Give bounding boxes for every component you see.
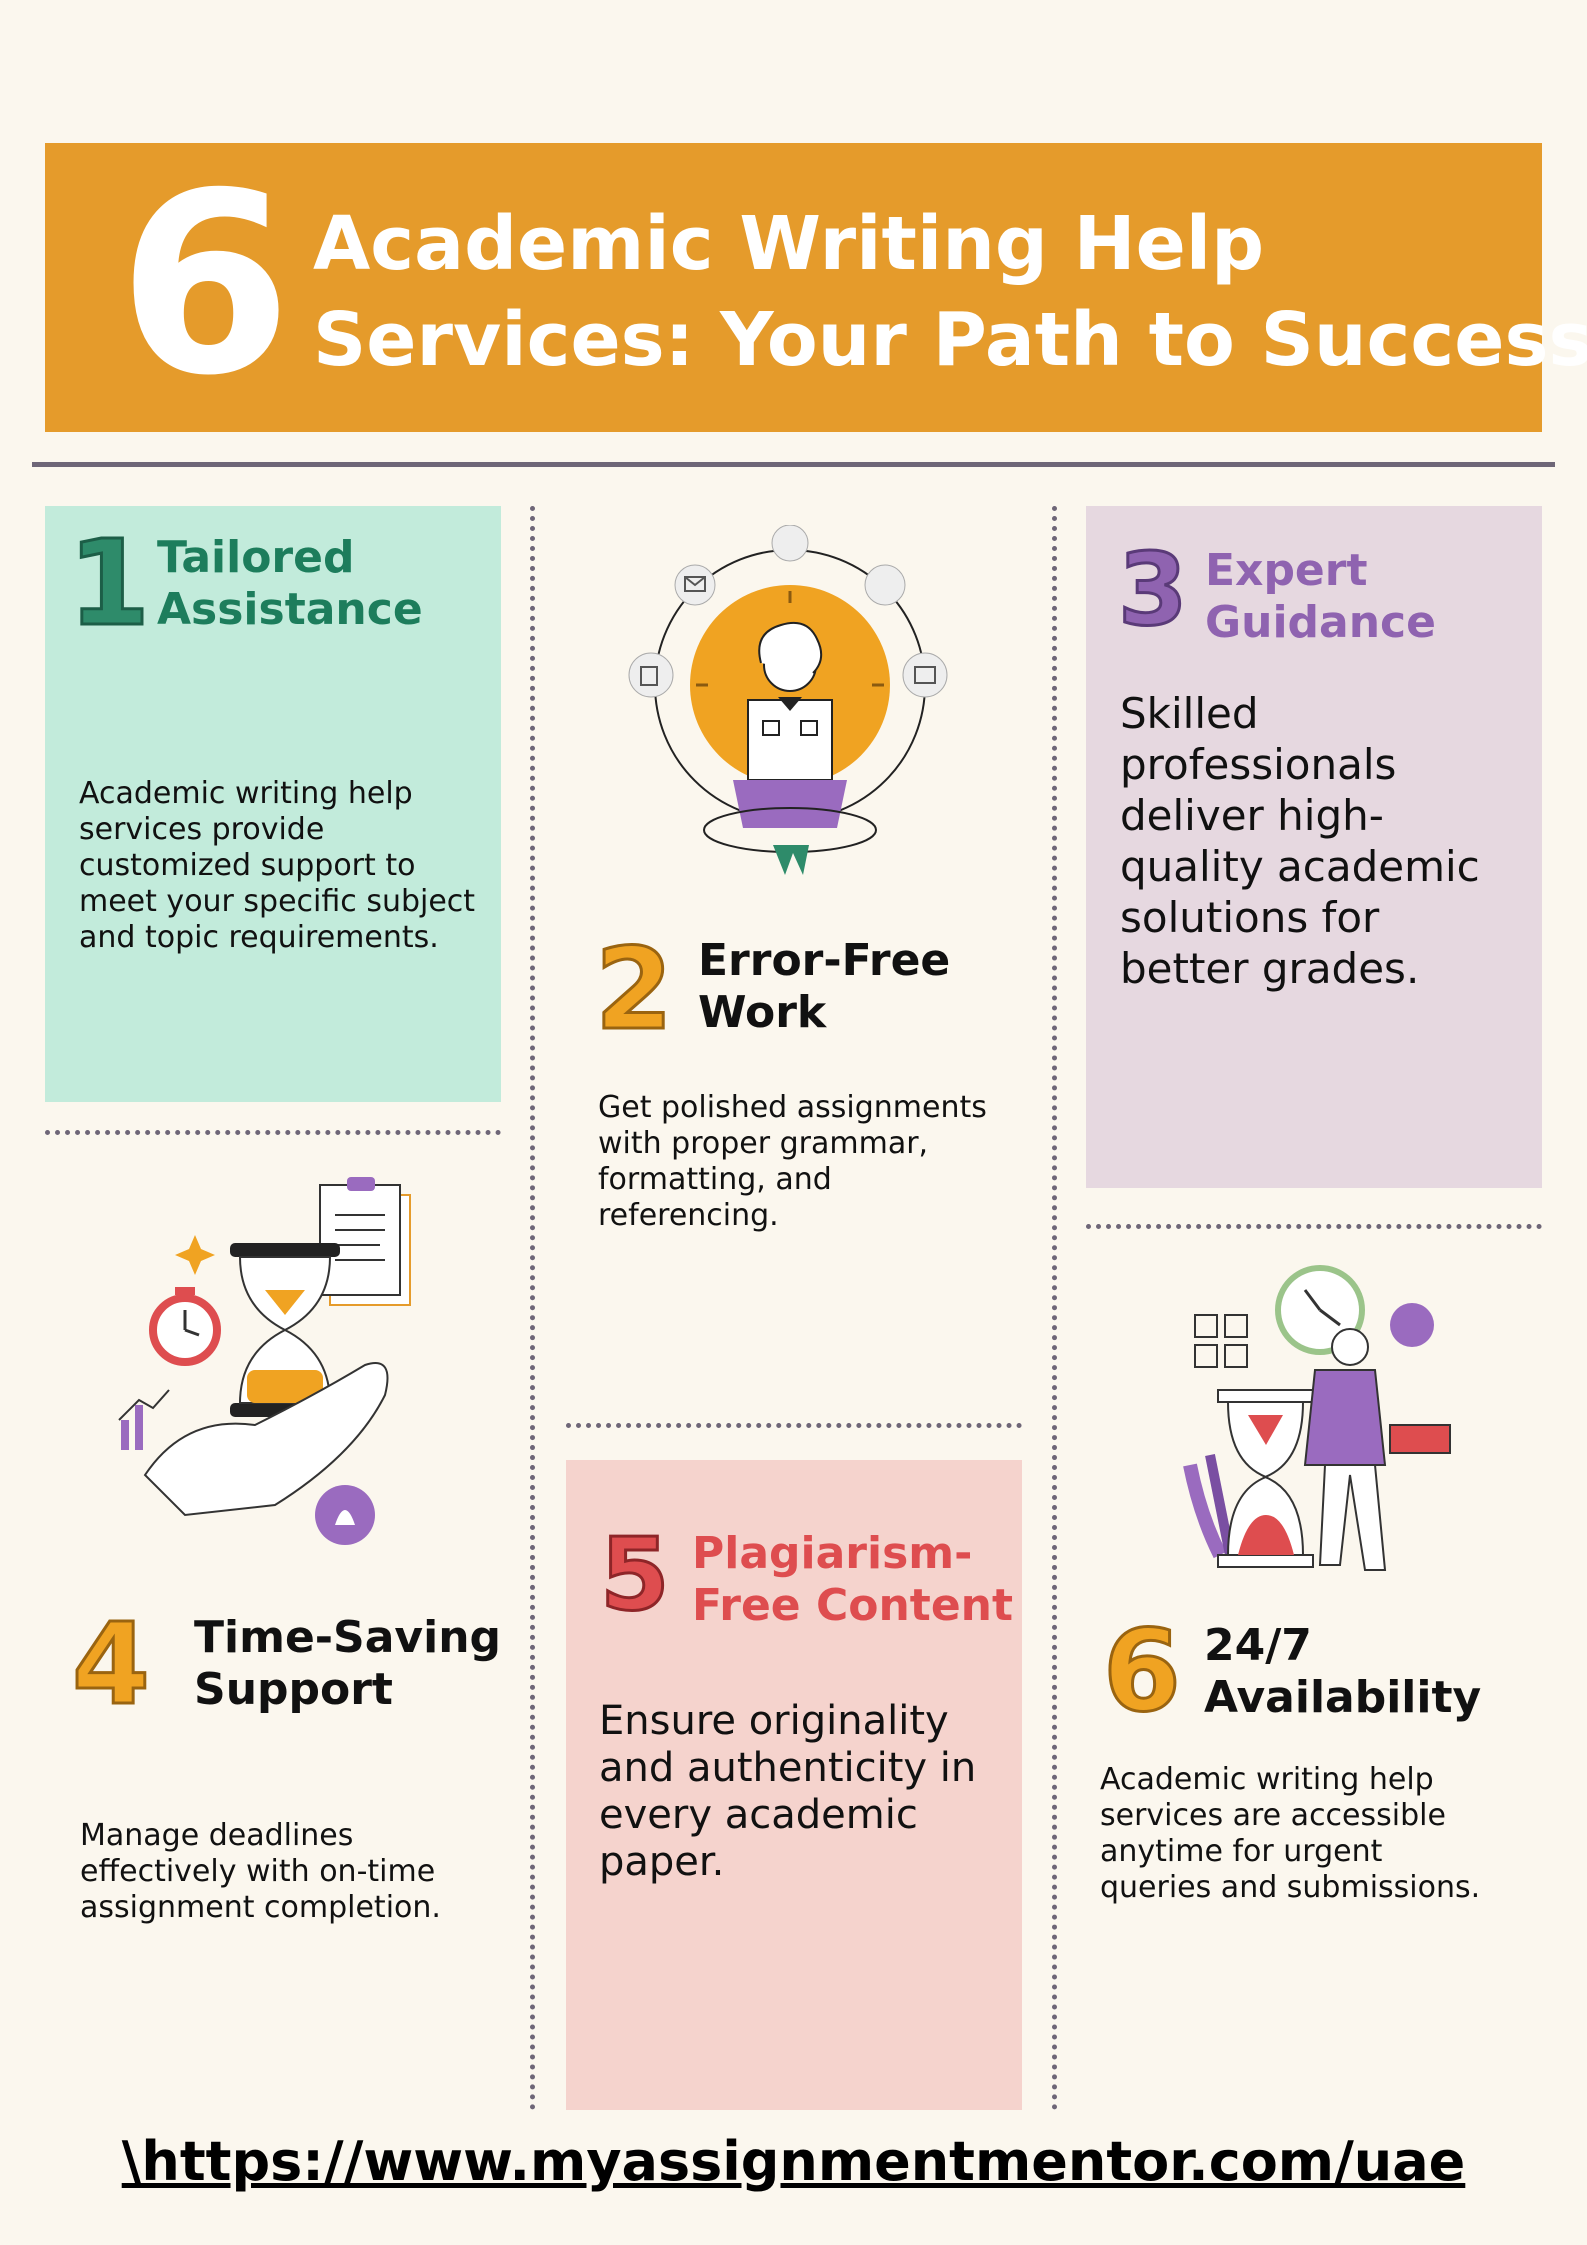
card-expert-guidance (1086, 506, 1542, 1188)
item-body-1-line: services provide (79, 812, 325, 847)
item-body-3-line: professionals (1120, 740, 1397, 789)
item-body-3-line: Skilled (1120, 689, 1259, 738)
item-body-6-line: services are accessible (1100, 1798, 1446, 1833)
item-title-5-line1: Plagiarism- (692, 1528, 973, 1579)
dotted-separator-right (1052, 506, 1057, 2111)
item-body-3-line: deliver high- (1120, 791, 1384, 840)
item-title-1-line2: Assistance (157, 584, 423, 635)
dotted-separator-col1 (45, 1130, 501, 1135)
student-laptop-illustration (628, 525, 948, 875)
item-body-2-line: with proper grammar, (598, 1126, 929, 1161)
item-body-5-line: Ensure originality (599, 1698, 949, 1744)
item-title-3: Expert Guidance (1205, 545, 1436, 649)
item-body-6-line: queries and submissions. (1100, 1870, 1481, 1905)
item-number-5: 5 (599, 1516, 672, 1633)
item-body-5-line: and authenticity in (599, 1745, 977, 1791)
item-title-1-line1: Tailored (157, 532, 355, 583)
item-body-3-line: solutions for (1120, 893, 1380, 942)
item-body-1-line: customized support to (79, 848, 416, 883)
page-title-line2: Services: Your Path to Success (313, 297, 1587, 383)
item-body-2-line: Get polished assignments (598, 1090, 987, 1125)
item-body-5: Ensure originality and authenticity in e… (599, 1698, 976, 1886)
item-number-3: 3 (1117, 531, 1190, 648)
item-body-2: Get polished assignments with proper gra… (598, 1090, 987, 1234)
page-title: Academic Writing Help Services: Your Pat… (313, 196, 1587, 388)
item-body-5-line: paper. (599, 1839, 725, 1885)
page-title-line1: Academic Writing Help (313, 201, 1265, 287)
item-title-6-line1: 24/7 (1204, 1620, 1312, 1671)
item-title-2-line1: Error-Free (698, 935, 951, 986)
item-body-6-line: anytime for urgent (1100, 1834, 1383, 1869)
item-title-4: Time-Saving Support (194, 1612, 501, 1716)
item-body-3-line: better grades. (1120, 944, 1420, 993)
footer-url-link[interactable]: \https://www.myassignmentmentor.com/uae (121, 2130, 1466, 2193)
item-title-2-line2: Work (698, 987, 827, 1038)
item-body-2-line: referencing. (598, 1198, 779, 1233)
item-title-3-line2: Guidance (1205, 597, 1436, 648)
dotted-separator-col3 (1086, 1224, 1542, 1229)
item-body-1-line: meet your specific subject (79, 884, 476, 919)
item-number-6: 6 (1102, 1607, 1183, 1737)
hourglass-hand-illustration (118, 1177, 411, 1545)
item-title-2: Error-Free Work (698, 935, 950, 1039)
header-divider (32, 462, 1555, 467)
item-body-1-line: Academic writing help (79, 776, 413, 811)
item-body-1: Academic writing help services provide c… (79, 776, 475, 956)
item-body-4-line: assignment completion. (80, 1890, 441, 1925)
item-title-5-line2: Free Content (692, 1580, 1014, 1631)
item-body-6-line: Academic writing help (1100, 1762, 1434, 1797)
item-body-4-line: effectively with on-time (80, 1854, 436, 1889)
item-body-3-line: quality academic (1120, 842, 1480, 891)
item-title-4-line1: Time-Saving (194, 1612, 502, 1663)
item-body-2-line: formatting, and (598, 1162, 832, 1197)
item-title-3-line1: Expert (1205, 545, 1368, 596)
item-body-4-line: Manage deadlines (80, 1818, 354, 1853)
item-title-6-line2: Availability (1204, 1672, 1482, 1723)
dotted-separator-left (530, 506, 535, 2111)
item-body-4: Manage deadlines effectively with on-tim… (80, 1818, 441, 1926)
item-body-3: Skilled professionals deliver high- qual… (1120, 688, 1480, 994)
item-body-6: Academic writing help services are acces… (1100, 1762, 1480, 1906)
businessman-hourglass-illustration (1183, 1265, 1451, 1571)
header-number: 6 (118, 139, 292, 430)
card-plagiarism-free (566, 1460, 1022, 2110)
item-number-4: 4 (71, 1600, 152, 1730)
item-number-1: 1 (66, 514, 151, 652)
item-body-1-line: and topic requirements. (79, 920, 439, 955)
header-banner (45, 143, 1542, 432)
item-title-5: Plagiarism- Free Content (692, 1528, 1013, 1632)
item-title-6: 24/7 Availability (1204, 1620, 1481, 1724)
card-tailored-assistance (45, 506, 501, 1102)
item-number-2: 2 (594, 925, 675, 1055)
item-body-5-line: every academic (599, 1792, 918, 1838)
dotted-separator-col2 (566, 1423, 1022, 1428)
item-title-1: Tailored Assistance (157, 532, 423, 636)
item-title-4-line2: Support (194, 1664, 393, 1715)
